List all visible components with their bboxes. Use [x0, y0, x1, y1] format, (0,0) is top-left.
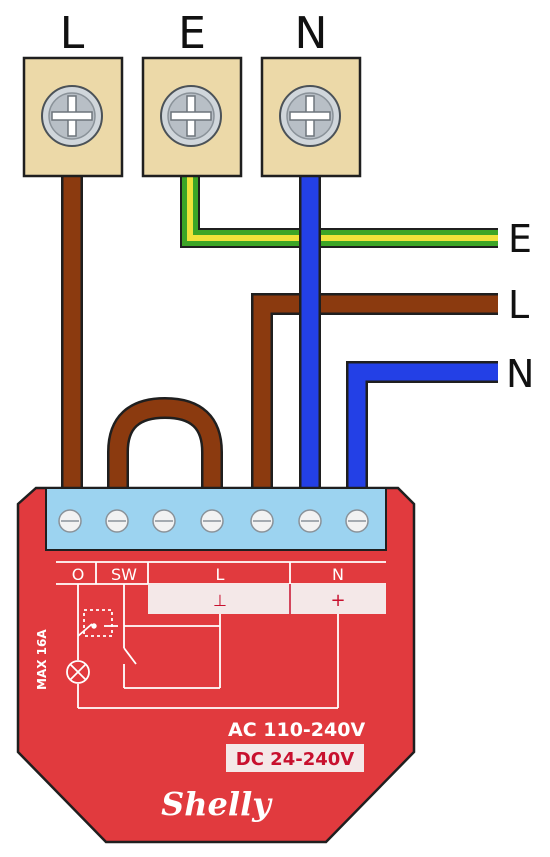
wire-label-live: L	[508, 283, 529, 327]
live-loop-wire-core	[109, 399, 221, 492]
screw-icon	[58, 509, 82, 533]
screw-icon	[279, 85, 341, 147]
neutral-wire-input	[346, 361, 498, 492]
earth-wire-yellow	[187, 170, 498, 241]
label-row2-bg	[148, 584, 386, 614]
dc-rating-box	[226, 744, 364, 772]
ac-rating: AC 110-240V	[228, 719, 365, 741]
terminal-label-e: E	[178, 8, 206, 59]
wire-label-neutral: N	[506, 352, 534, 396]
row2-l-symbol: ⊥	[213, 591, 227, 610]
screw-icon	[160, 85, 222, 147]
header-l: L	[216, 565, 225, 584]
shelly-device: O SW L N ⊥ + MAX 16A	[16, 486, 416, 844]
live-wire-input-core	[253, 295, 498, 492]
strip-screws	[58, 509, 369, 533]
header-sw: SW	[111, 565, 137, 584]
wire-label-earth: E	[508, 217, 532, 261]
rating-label: MAX 16A	[35, 629, 49, 690]
screw-icon	[152, 509, 176, 533]
screw-icon	[298, 509, 322, 533]
terminal-n	[260, 56, 362, 178]
terminal-e	[141, 56, 243, 178]
screw-icon	[200, 509, 224, 533]
neutral-wire-input-core	[348, 363, 498, 492]
terminal-label-n: N	[295, 8, 328, 59]
screw-icon	[105, 509, 129, 533]
lamp-icon	[66, 660, 90, 684]
live-wire-input	[251, 293, 498, 492]
earth-wire-green	[182, 170, 498, 246]
screw-icon	[250, 509, 274, 533]
header-o: O	[72, 565, 85, 584]
dc-rating: DC 24-240V	[236, 749, 355, 770]
earth-wire-outline	[180, 170, 498, 248]
screw-icon	[41, 85, 103, 147]
shelly-logo: Shelly	[161, 785, 273, 823]
screw-icon	[345, 509, 369, 533]
header-n: N	[332, 565, 344, 584]
switch-icon	[77, 623, 137, 665]
internal-schematic	[77, 584, 339, 709]
wires	[61, 170, 498, 492]
row2-n-symbol: +	[330, 590, 345, 611]
terminal-label-l: L	[60, 8, 85, 59]
terminal-l	[22, 56, 124, 178]
